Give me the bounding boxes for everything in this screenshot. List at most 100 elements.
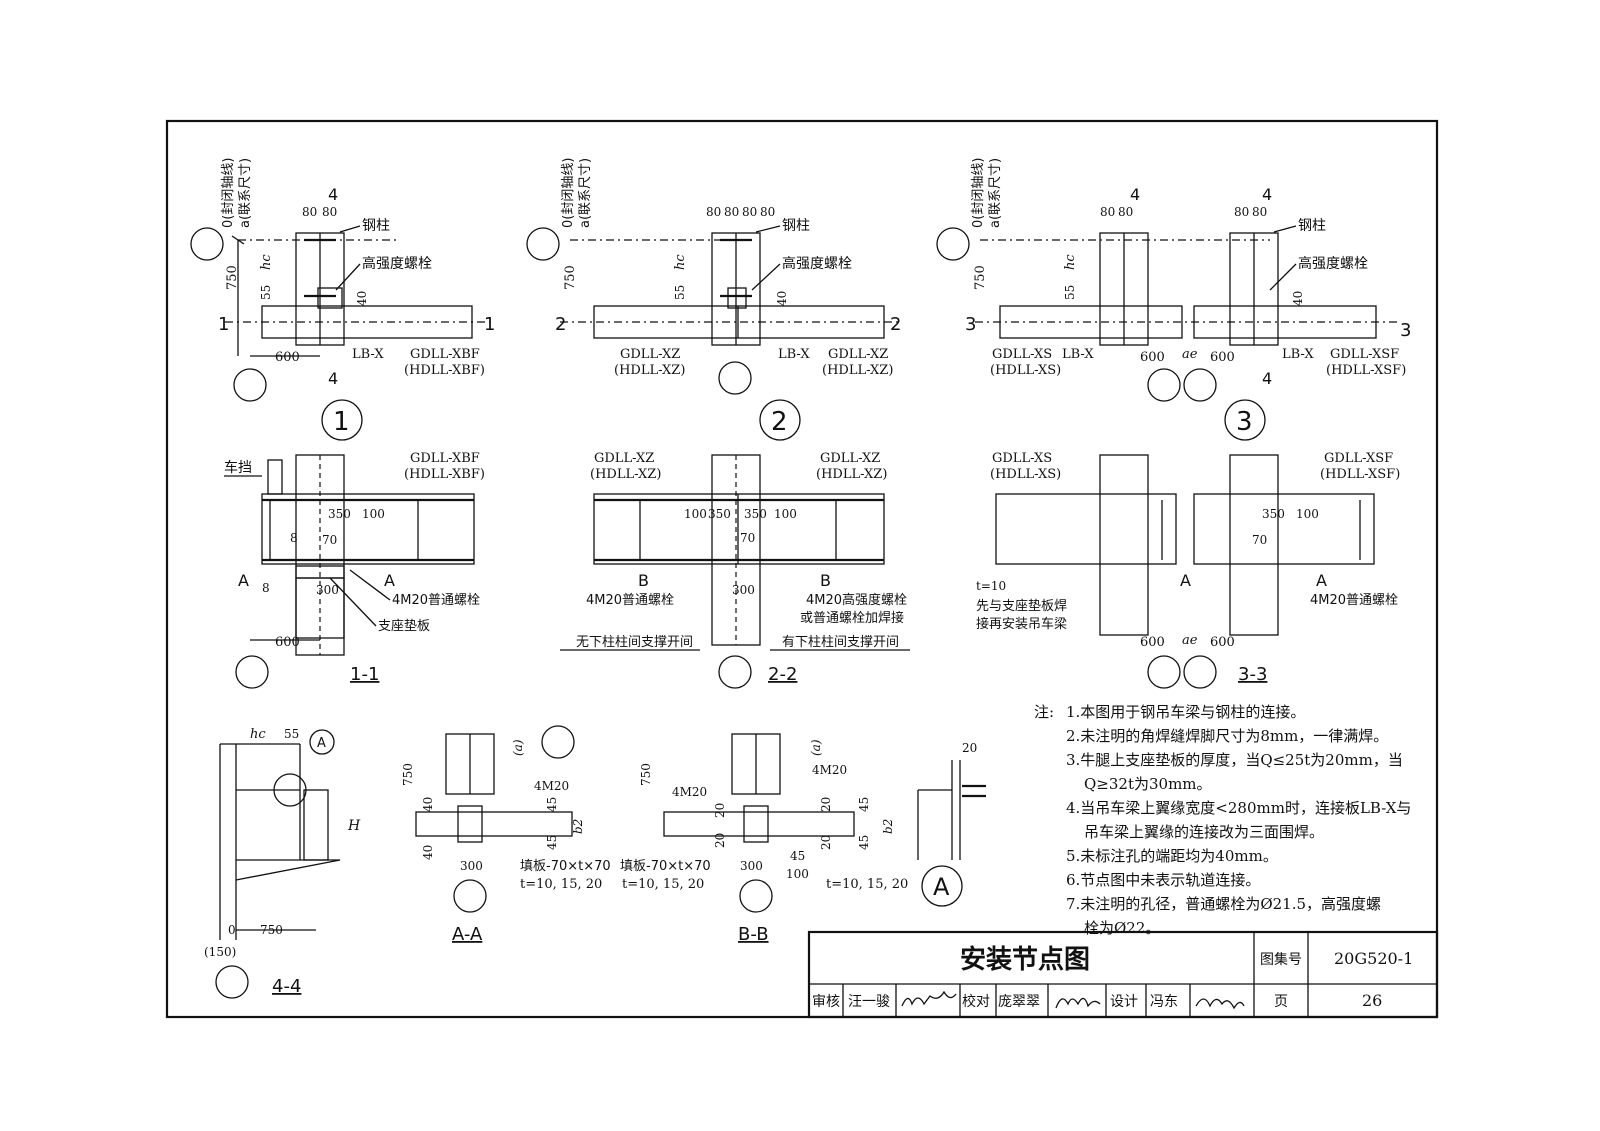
- svg-text:(150): (150): [204, 945, 236, 959]
- svg-text:(HDLL-XZ): (HDLL-XZ): [816, 467, 887, 482]
- svg-text:8: 8: [262, 581, 270, 595]
- atlas-label: 图集号: [1260, 951, 1302, 968]
- svg-text:hc: hc: [250, 727, 266, 742]
- svg-text:1: 1: [333, 407, 350, 437]
- svg-text:1-1: 1-1: [350, 664, 379, 685]
- svg-text:1.本图用于钢吊车梁与钢柱的连接。: 1.本图用于钢吊车梁与钢柱的连接。: [1066, 703, 1305, 721]
- axis-bubble: [718, 361, 752, 395]
- svg-text:A: A: [384, 571, 395, 590]
- crane-beam: [663, 811, 855, 837]
- svg-text:3.牛腿上支座垫板的厚度，当Q≤25t为20mm，当: 3.牛腿上支座垫板的厚度，当Q≤25t为20mm，当: [1066, 751, 1403, 769]
- svg-text:45: 45: [545, 797, 559, 812]
- svg-text:5.未标注孔的端距均为40mm。: 5.未标注孔的端距均为40mm。: [1066, 847, 1278, 865]
- svg-text:hc: hc: [259, 254, 274, 270]
- svg-text:350: 350: [1262, 507, 1285, 521]
- crane-beam: [415, 811, 573, 837]
- svg-text:先与支座垫板焊: 先与支座垫板焊: [976, 598, 1067, 614]
- svg-text:70: 70: [1252, 533, 1267, 547]
- svg-text:高强度螺栓: 高强度螺栓: [1298, 255, 1368, 272]
- svg-text:GDLL-XBF: GDLL-XBF: [410, 451, 480, 466]
- crane-beam: [995, 493, 1177, 565]
- svg-text:750: 750: [563, 265, 578, 290]
- svg-text:80: 80: [724, 205, 739, 219]
- svg-text:100: 100: [684, 507, 707, 521]
- axis-label-closed: 0(封闭轴线): [221, 158, 236, 228]
- svg-text:填板-70×t×70: 填板-70×t×70: [520, 859, 611, 874]
- detail-number-1: [321, 399, 363, 441]
- designer: 冯东: [1150, 994, 1178, 1010]
- svg-text:350: 350: [328, 507, 351, 521]
- axis-bubble: [936, 227, 970, 261]
- checker-signature: [1055, 997, 1101, 1009]
- svg-text:1: 1: [484, 314, 495, 335]
- svg-text:1: 1: [218, 314, 229, 335]
- page-no: 26: [1362, 991, 1382, 1010]
- svg-text:80: 80: [760, 205, 775, 219]
- svg-text:20: 20: [713, 803, 727, 818]
- svg-text:0(封闭轴线): 0(封闭轴线): [971, 158, 986, 228]
- axis-bubble: [739, 879, 773, 913]
- svg-text:填板-70×t×70: 填板-70×t×70: [620, 859, 711, 874]
- svg-text:4: 4: [328, 185, 338, 204]
- drawing-border: [165, 119, 1439, 1019]
- svg-text:600: 600: [275, 635, 300, 650]
- svg-text:GDLL-XZ: GDLL-XZ: [820, 451, 880, 466]
- svg-text:4: 4: [328, 369, 338, 388]
- svg-text:40: 40: [421, 797, 435, 812]
- svg-text:B-B: B-B: [738, 924, 769, 945]
- detail-a-label: [921, 865, 963, 907]
- svg-text:钢柱: 钢柱: [1298, 218, 1326, 234]
- review-label: 审核: [812, 994, 840, 1010]
- svg-text:(HDLL-XBF): (HDLL-XBF): [404, 467, 485, 482]
- svg-text:100: 100: [362, 507, 385, 521]
- svg-text:80: 80: [322, 205, 337, 219]
- designer-signature: [1195, 998, 1245, 1010]
- svg-text:100: 100: [786, 867, 809, 881]
- svg-text:(HDLL-XBF): (HDLL-XBF): [404, 363, 485, 378]
- checker: 庞翠翠: [998, 994, 1040, 1010]
- svg-text:b2: b2: [571, 819, 585, 834]
- svg-text:80: 80: [706, 205, 721, 219]
- axis-bubble: [1183, 368, 1217, 402]
- svg-text:GDLL-XS: GDLL-XS: [992, 347, 1052, 362]
- svg-text:20: 20: [819, 835, 833, 850]
- svg-text:7.未注明的孔径，普通螺栓为Ø21.5，高强度螺: 7.未注明的孔径，普通螺栓为Ø21.5，高强度螺: [1066, 895, 1381, 913]
- axis-bubble: [215, 965, 249, 999]
- svg-text:hc: hc: [1063, 254, 1078, 270]
- svg-text:或普通螺栓加焊接: 或普通螺栓加焊接: [800, 610, 904, 626]
- svg-text:45: 45: [857, 797, 871, 812]
- svg-text:无下柱柱间支撑开间: 无下柱柱间支撑开间: [576, 635, 693, 650]
- steel-column: [1099, 454, 1149, 636]
- axis-label-link: a(联系尺寸): [238, 158, 253, 228]
- svg-text:4M20: 4M20: [672, 785, 707, 799]
- axis-bubble: [1183, 655, 1217, 689]
- svg-text:支座垫板: 支座垫板: [378, 618, 430, 634]
- svg-text:55: 55: [284, 727, 299, 741]
- svg-text:(HDLL-XSF): (HDLL-XSF): [1320, 467, 1400, 482]
- svg-text:20: 20: [819, 797, 833, 812]
- svg-text:100: 100: [1296, 507, 1319, 521]
- svg-text:ae: ae: [1182, 633, 1198, 648]
- svg-text:40: 40: [355, 291, 369, 306]
- axis-bubble: [718, 655, 752, 689]
- svg-text:300: 300: [316, 583, 339, 597]
- label-hs-bolt: 高强度螺栓: [362, 255, 432, 272]
- svg-text:750: 750: [639, 763, 653, 786]
- crane-beam: [261, 493, 475, 565]
- steel-column: [1229, 454, 1279, 636]
- svg-text:有下柱柱间支撑开间: 有下柱柱间支撑开间: [782, 635, 899, 650]
- svg-text:吊车梁上翼缘的连接改为三面围焊。: 吊车梁上翼缘的连接改为三面围焊。: [1084, 823, 1324, 841]
- svg-text:300: 300: [732, 583, 755, 597]
- svg-text:600: 600: [275, 350, 300, 365]
- label-steel-column: 钢柱: [362, 218, 390, 234]
- svg-text:0: 0: [228, 923, 236, 937]
- svg-text:高强度螺栓: 高强度螺栓: [782, 255, 852, 272]
- svg-text:钢柱: 钢柱: [782, 218, 810, 234]
- svg-text:车挡: 车挡: [224, 459, 252, 476]
- svg-text:t=10: t=10: [976, 579, 1006, 593]
- drawing-title: 安装节点图: [960, 944, 1090, 975]
- svg-text:GDLL-XZ: GDLL-XZ: [594, 451, 654, 466]
- svg-text:600: 600: [1140, 350, 1165, 365]
- svg-text:40: 40: [1291, 291, 1305, 306]
